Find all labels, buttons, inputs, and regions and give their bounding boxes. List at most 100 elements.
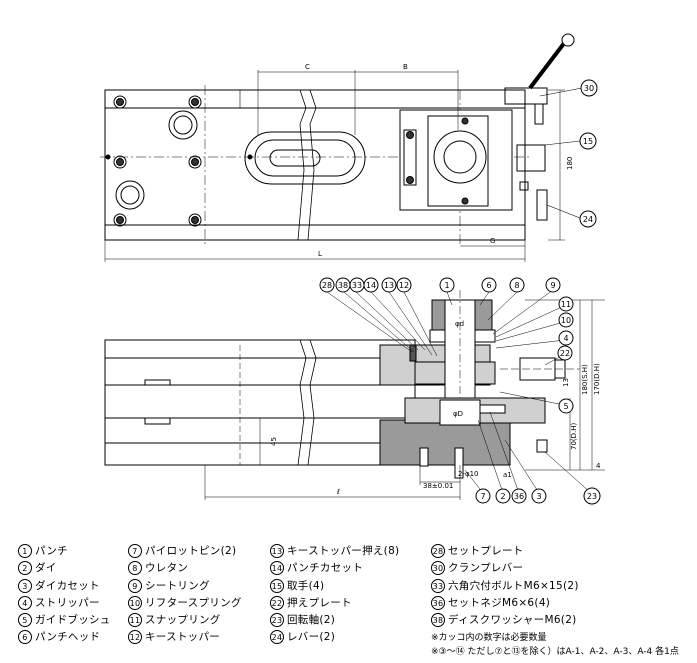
legend-number: 15	[270, 578, 284, 593]
legend-label: ダイカセット	[35, 579, 100, 592]
legend-number: 12	[128, 630, 142, 645]
legend-label: クランプレバー	[448, 562, 524, 575]
dim-180: 180	[566, 157, 574, 170]
legend-label: キーストッパー押え(8)	[287, 545, 400, 557]
legend-number: 5	[18, 613, 32, 628]
callout-22: 22	[560, 349, 570, 358]
legend-label: キーストッパー	[145, 631, 221, 644]
dim-l: L	[318, 250, 322, 258]
dim-b: B	[403, 63, 408, 71]
legend-note-quantity: ※カッコ内の数字は必要数量	[431, 633, 547, 643]
legend-number: 11	[128, 613, 142, 628]
callout-12: 12	[399, 281, 409, 290]
legend-label: 回転軸(2)	[287, 614, 336, 627]
legend-number: 8	[128, 561, 142, 576]
legend-note-sets: ※③〜⑭ ただし⑦と⑬を除く）はA-1、A-2、A-3、A-4 各1点	[431, 647, 679, 657]
legend-number: 30	[431, 561, 445, 576]
dim-70dh: 70(D.H)	[570, 422, 578, 450]
section-die-cassette	[379, 419, 511, 466]
callout-28: 28	[322, 281, 332, 290]
legend-label: ストリッパー	[35, 596, 100, 609]
plan-lever	[536, 189, 548, 221]
legend-label: スナップリング	[145, 614, 221, 627]
technical-drawing: C B G L 180 30 15 24	[100, 33, 605, 505]
legend-label: ガイドブッシュ	[35, 614, 111, 627]
legend-label: シートリング	[145, 579, 210, 592]
section-die	[439, 399, 481, 426]
legend-number: 10	[128, 595, 142, 610]
callout-13: 13	[384, 281, 394, 290]
section-callouts: 28 38 33 14 13 12 1 6 8 9 11 10 4 22 5 2…	[319, 277, 601, 505]
dim-38: 38±0.01	[423, 482, 453, 490]
legend-number: 4	[18, 595, 32, 610]
dim-c: C	[305, 63, 310, 71]
dim-a1: a1	[503, 471, 512, 479]
legend-label: ダイ	[35, 562, 57, 575]
legend-number: 1	[18, 544, 32, 558]
plan-view	[100, 33, 583, 262]
legend-label: セットプレート	[448, 545, 524, 557]
legend-label: 押えプレート	[287, 596, 352, 609]
legend-number: 33	[431, 578, 445, 593]
legend-number: 24	[270, 630, 284, 645]
legend-number: 9	[128, 578, 142, 593]
legend-label: パンチカセット	[287, 562, 364, 575]
legend-number: 38	[431, 613, 445, 628]
callout-2: 2	[500, 492, 505, 501]
callout-36: 36	[514, 492, 524, 501]
callout-24: 24	[583, 215, 593, 224]
legend-number: 23	[270, 613, 284, 628]
legend-number: 6	[18, 630, 32, 645]
dim-g: G	[490, 237, 495, 245]
callout-10: 10	[561, 316, 571, 325]
dim-phid: φd	[455, 320, 464, 328]
legend-number: 14	[270, 561, 284, 576]
section-view	[104, 289, 605, 500]
legend-number: 2	[18, 561, 32, 576]
dim-phiD: φD	[453, 410, 463, 418]
legend-number: 3	[18, 578, 32, 593]
legend-number: 22	[270, 595, 284, 610]
legend-label: ウレタン	[145, 562, 189, 575]
plan-callouts: 30 15 24	[579, 79, 598, 228]
callout-38: 38	[338, 281, 348, 290]
legend-number: 13	[270, 544, 284, 558]
legend-label: レバー(2)	[287, 631, 336, 644]
dim-4: 4	[596, 462, 601, 470]
legend-number: 36	[431, 595, 445, 610]
dim-2phi10: 2-φ10	[458, 470, 479, 478]
callout-8: 8	[514, 281, 519, 290]
callout-3: 3	[536, 492, 541, 501]
plan-dimensions: C B G L 180	[305, 63, 574, 258]
legend-label: リフタースプリング	[145, 596, 242, 609]
plan-slot	[244, 131, 366, 185]
callout-23: 23	[587, 492, 597, 501]
legend-label: セットネジM6×6(4)	[448, 596, 551, 609]
legend-label: 六角穴付ボルトM6×15(2)	[448, 579, 579, 592]
callout-30: 30	[584, 84, 594, 93]
legend-number: 7	[128, 544, 142, 558]
legend-label: 取手(4)	[287, 579, 325, 592]
legend-label: ディスクワッシャーM6(2)	[448, 614, 577, 627]
dim-170dh: 170(D.H)	[593, 363, 601, 395]
